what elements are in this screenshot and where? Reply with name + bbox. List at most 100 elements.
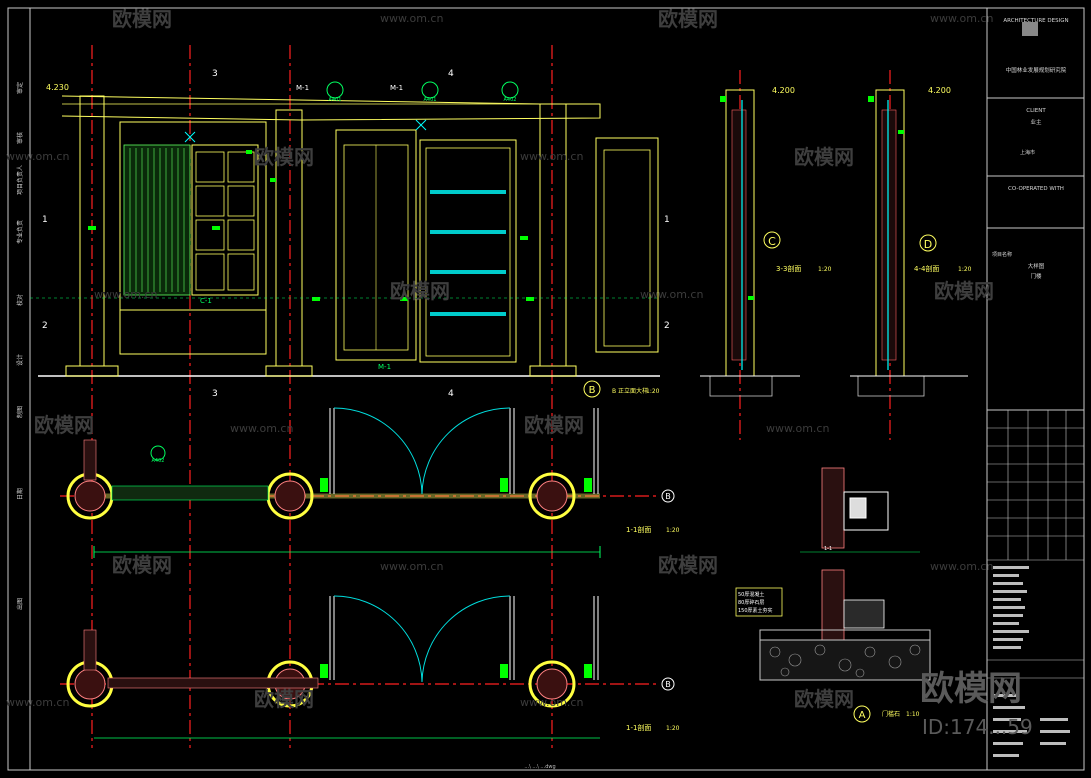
title-block [987, 22, 1084, 757]
left-strip-label: 专业负责 [16, 220, 24, 244]
watermark-brand: 欧模网 [254, 145, 314, 169]
plan-1-1-top [66, 407, 601, 558]
watermark-url: www.om.cn [766, 422, 829, 435]
door-tag: M-1 [378, 363, 391, 371]
section-title: 3-3剖面 [776, 264, 801, 273]
company-en: ARCHITECTURE DESIGN [1003, 18, 1068, 24]
watermark-brand: 欧模网 [254, 687, 314, 711]
elevation-level: 4.230 [46, 83, 69, 92]
section-title: 1-1剖面 [626, 525, 651, 534]
front-elevation [30, 95, 660, 377]
detail-sub-label: 1-1 [824, 546, 832, 552]
grid-marker: 4 [448, 69, 454, 79]
left-strip-label: 项目负责人 [16, 165, 24, 195]
watermark-url: www.om.cn [380, 560, 443, 573]
detail-note: 150厚素土夯实 [738, 607, 773, 614]
left-strip-label: 审核 [16, 132, 24, 144]
callout-label: A402 [152, 458, 165, 464]
section-scale: 1:20 [646, 388, 660, 395]
left-strip-label: 设计 [16, 354, 24, 366]
watermark-url: www.om.cn [230, 422, 293, 435]
watermark-brand: 欧模网 [112, 7, 172, 31]
watermark-brand: 欧模网 [794, 687, 854, 711]
watermark-url: www.om.cn [6, 150, 69, 163]
watermark-corner: 欧模网 [920, 669, 1022, 709]
callout-label: A401 [424, 97, 437, 103]
grid-marker: 1 [664, 215, 670, 225]
threshold-detail [735, 467, 931, 681]
section-symbol-letter: D [924, 238, 932, 251]
watermark-id: ID:174...59 [922, 715, 1033, 739]
left-strip-label: 日期 [16, 488, 24, 500]
watermark-brand: 欧模网 [934, 279, 994, 303]
company-cn: 中国林业发展规划研究院 [1006, 66, 1067, 74]
section-scale: 1:20 [958, 266, 972, 273]
axis-bubble [661, 677, 675, 691]
section-symbol [583, 380, 601, 398]
section-symbol-letter: A [859, 710, 866, 721]
watermark-brand: 欧模网 [34, 413, 94, 437]
watermark-brand: 欧模网 [112, 553, 172, 577]
grid-marker: 2 [664, 321, 670, 331]
detail-note: 80厚碎石层 [738, 599, 764, 606]
watermark-brand: 欧模网 [658, 7, 718, 31]
grid-marker: 3 [212, 69, 218, 79]
left-strip-label: 出图 [16, 598, 24, 610]
grid-marker: 2 [42, 321, 48, 331]
watermark-url: www.om.cn [520, 696, 583, 709]
watermark-url: www.om.cn [94, 288, 157, 301]
section-3-3 [700, 89, 800, 397]
section-title: 门槛石 [882, 710, 900, 718]
watermark-url: www.om.cn [640, 288, 703, 301]
door-tag: M-1 [390, 84, 403, 92]
watermark-brand: 欧模网 [390, 279, 450, 303]
watermark-url: www.om.cn [380, 12, 443, 25]
elevation-level: 4.200 [772, 86, 795, 95]
left-strip-label: 校对 [16, 294, 24, 306]
section-scale: 1:20 [666, 725, 680, 732]
watermark-url: www.om.cn [930, 12, 993, 25]
footer-path: ...\ ...\ ...dwg [524, 764, 555, 770]
callout-label: A402 [504, 97, 517, 103]
watermark-url: www.om.cn [6, 696, 69, 709]
callout-label: A401 [329, 97, 342, 103]
section-symbol-letter: C [768, 235, 776, 248]
watermark-url: www.om.cn [930, 560, 993, 573]
sheet-border [7, 7, 1085, 771]
grid-marker: 3 [212, 389, 218, 399]
watermark-brand: 欧模网 [794, 145, 854, 169]
section-symbol-letter: B [589, 385, 596, 396]
location: 上海市 [1020, 149, 1035, 156]
section-scale: 1:10 [906, 711, 920, 718]
section-scale: 1:20 [818, 266, 832, 273]
window-tag: C-1 [200, 297, 212, 305]
axis-bubble [661, 489, 675, 503]
axis-letter: B [665, 492, 671, 501]
section-symbol [919, 234, 937, 252]
client-label: CLIENT [1026, 108, 1046, 114]
left-strip-label: 审定 [16, 82, 24, 94]
section-title: 1-1剖面 [626, 723, 651, 732]
drawing-code: 门楼 [1030, 272, 1042, 280]
callout-bubble [501, 81, 519, 99]
client-name: 业主 [1030, 118, 1042, 126]
callout-bubble [421, 81, 439, 99]
project-label: 项目名称 [992, 251, 1012, 258]
grid-marker: 4 [448, 389, 454, 399]
grid-marker: 1 [42, 215, 48, 225]
drawing-name: 大样图 [1028, 262, 1045, 270]
watermark-brand: 欧模网 [524, 413, 584, 437]
co-operated-label: CO-OPERATED WITH [1008, 186, 1064, 192]
section-symbol [853, 705, 871, 723]
plan-1-1-bottom [66, 595, 600, 739]
door-tag: M-1 [296, 84, 309, 92]
left-strip-label: 制图 [16, 406, 24, 418]
section-scale: 1:20 [666, 527, 680, 534]
section-title: 4-4剖面 [914, 264, 939, 273]
section-title: B 正立面大样 [612, 387, 648, 395]
watermark-url: www.om.cn [520, 150, 583, 163]
callout-bubble [150, 445, 166, 461]
section-symbol [763, 231, 781, 249]
callout-bubble [326, 81, 344, 99]
